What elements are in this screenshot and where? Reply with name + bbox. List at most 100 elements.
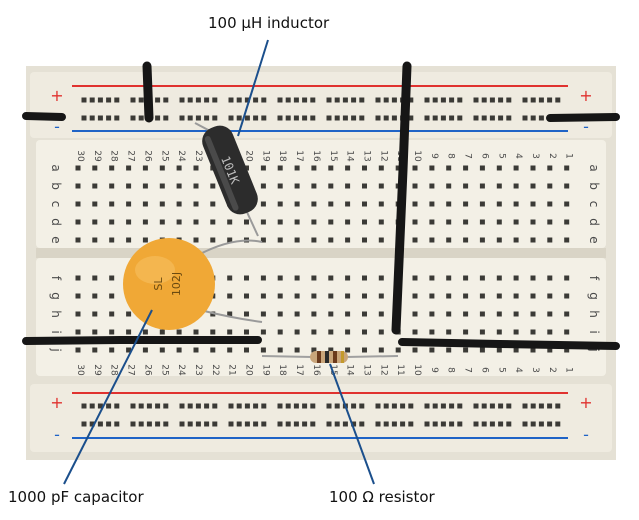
hole xyxy=(328,311,334,317)
hole xyxy=(142,329,148,335)
hole xyxy=(378,237,384,243)
hole xyxy=(260,329,266,335)
hole xyxy=(106,115,112,121)
hole xyxy=(408,403,414,409)
hole xyxy=(260,275,266,281)
hole xyxy=(345,165,351,171)
hole xyxy=(446,183,452,189)
hole xyxy=(310,115,316,121)
hole xyxy=(311,347,317,353)
hole xyxy=(481,97,487,103)
capacitor-label: 1000 pF capacitor xyxy=(8,488,144,506)
hole xyxy=(261,97,267,103)
hole xyxy=(311,237,317,243)
rail-plus-top-left: + xyxy=(50,86,63,105)
hole xyxy=(362,237,367,243)
hole xyxy=(479,347,485,353)
hole xyxy=(302,421,308,427)
hole xyxy=(547,97,553,103)
hole xyxy=(293,421,299,427)
hole xyxy=(408,421,414,427)
column-number: 27 xyxy=(126,150,136,161)
hole xyxy=(277,311,283,317)
hole xyxy=(395,165,401,171)
hole xyxy=(446,293,452,299)
inductor-label: 100 µH inductor xyxy=(208,14,330,32)
wire-left-top-rail xyxy=(22,112,66,121)
hole xyxy=(429,219,435,225)
row-letter: c xyxy=(587,201,601,208)
hole xyxy=(210,219,216,225)
hole xyxy=(294,347,300,353)
hole xyxy=(564,293,570,299)
hole xyxy=(176,329,182,335)
hole xyxy=(236,421,242,427)
hole xyxy=(109,311,115,317)
hole xyxy=(479,293,485,299)
hole xyxy=(109,201,115,207)
hole xyxy=(530,115,536,121)
hole xyxy=(204,97,210,103)
hole xyxy=(210,201,216,207)
hole xyxy=(187,403,193,409)
hole xyxy=(130,115,136,121)
hole xyxy=(513,237,519,243)
hole xyxy=(496,165,502,171)
column-number: 11 xyxy=(395,364,405,375)
hole xyxy=(547,403,553,409)
hole xyxy=(530,275,536,281)
hole xyxy=(547,293,553,299)
hole xyxy=(429,165,435,171)
hole xyxy=(227,347,233,353)
row-letter: h xyxy=(587,310,601,318)
hole xyxy=(412,219,418,225)
hole xyxy=(92,329,98,335)
hole xyxy=(342,97,348,103)
row-letter: d xyxy=(587,218,601,226)
hole xyxy=(310,97,316,103)
hole xyxy=(260,237,266,243)
hole xyxy=(351,115,357,121)
hole xyxy=(293,115,299,121)
hole xyxy=(244,219,249,225)
hole xyxy=(253,97,259,103)
hole xyxy=(498,403,504,409)
hole xyxy=(163,421,169,427)
hole xyxy=(530,293,536,299)
hole xyxy=(342,421,348,427)
hole xyxy=(362,219,367,225)
hole xyxy=(412,183,418,189)
hole xyxy=(362,275,367,281)
hole xyxy=(155,421,161,427)
hole xyxy=(294,311,300,317)
hole xyxy=(375,421,381,427)
hole xyxy=(260,201,266,207)
hole xyxy=(513,201,519,207)
hole xyxy=(244,275,249,281)
hole xyxy=(146,421,152,427)
hole xyxy=(446,311,452,317)
column-number: 7 xyxy=(463,367,473,373)
column-number: 13 xyxy=(361,364,371,375)
hole xyxy=(212,421,218,427)
hole xyxy=(513,275,519,281)
hole xyxy=(277,403,283,409)
hole xyxy=(210,183,216,189)
hole xyxy=(440,115,446,121)
hole xyxy=(564,237,570,243)
hole xyxy=(446,201,452,207)
hole xyxy=(375,115,381,121)
hole xyxy=(481,421,487,427)
hole xyxy=(530,237,536,243)
capacitor: SL 102J xyxy=(123,238,263,330)
row-letter: f xyxy=(49,276,63,281)
hole xyxy=(345,201,351,207)
hole xyxy=(412,201,418,207)
hole xyxy=(345,183,351,189)
hole xyxy=(564,311,570,317)
column-number: 3 xyxy=(530,153,540,159)
column-number: 2 xyxy=(547,367,557,373)
hole xyxy=(513,311,519,317)
hole xyxy=(538,403,544,409)
column-number: 24 xyxy=(176,150,186,162)
